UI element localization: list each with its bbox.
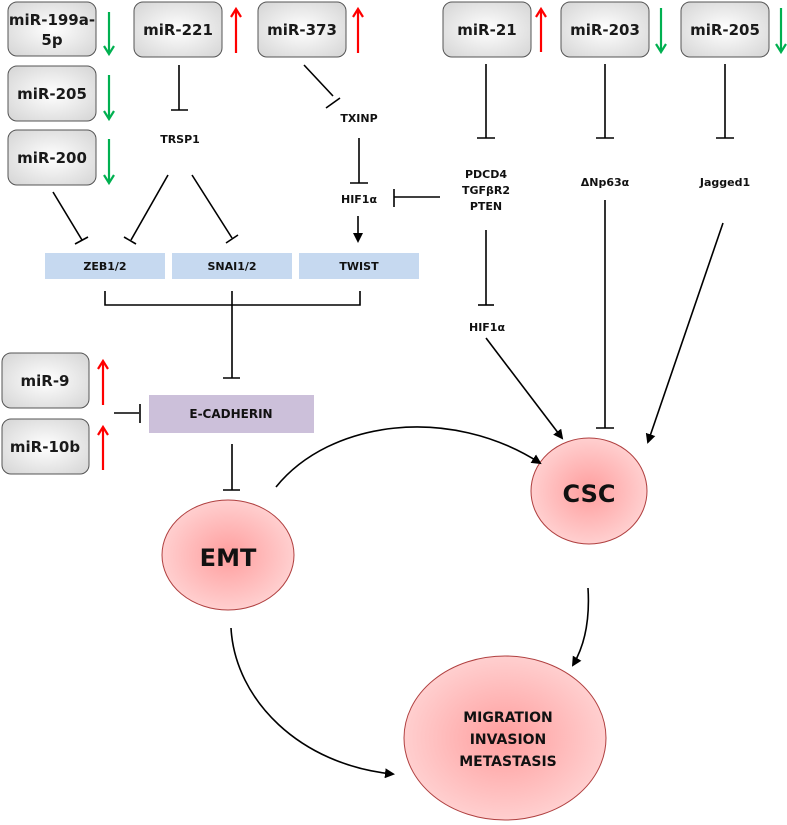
inhibition-edge xyxy=(104,291,361,379)
mirna-label: miR-373 xyxy=(267,21,337,39)
inhibition-edge xyxy=(303,64,341,109)
inhibition-edge xyxy=(171,65,188,111)
down-arrow-icon xyxy=(103,139,115,186)
node-label-invasion: INVASION xyxy=(470,732,547,748)
gene-label-hif1a-top: HIF1α xyxy=(341,193,377,206)
gene-label-pdcd4: PDCD4 xyxy=(465,168,507,181)
activation-edge xyxy=(645,222,724,444)
inhibition-edge xyxy=(223,444,240,491)
inhibition-edge xyxy=(716,64,734,139)
inhibition-edge xyxy=(596,64,614,139)
inhibition-edge xyxy=(191,174,239,244)
gene-label-hif1a-bottom: HIF1α xyxy=(469,321,505,334)
gene-label-txinp: TXINP xyxy=(340,112,377,125)
node-migration-invasion-metastasis: MIGRATION INVASION METASTASIS xyxy=(403,655,607,821)
tf-label: SNAI1/2 xyxy=(207,260,256,273)
ecadherin-label: E-CADHERIN xyxy=(189,407,272,421)
mirna-box-mir10b: miR-10b xyxy=(1,418,90,475)
mirna-label: miR-200 xyxy=(17,149,87,167)
activation-edge xyxy=(275,426,542,488)
mirna-label: miR-203 xyxy=(570,21,640,39)
mirna-box-mir205-right: miR-205 xyxy=(680,1,770,58)
mirna-label: miR-21 xyxy=(457,21,516,39)
tf-label: TWIST xyxy=(339,260,379,273)
node-label-metastasis: METASTASIS xyxy=(459,754,557,770)
node-label-emt: EMT xyxy=(200,544,257,572)
inhibition-edge xyxy=(393,189,440,207)
down-arrow-icon xyxy=(655,8,667,55)
gene-label-dnp63a: ΔNp63α xyxy=(581,176,630,189)
mirna-box-mir199a: miR-199a- 5p xyxy=(7,1,97,57)
mirna-label: miR-205 xyxy=(17,85,87,103)
up-arrow-icon xyxy=(97,358,109,405)
mirna-box-mir9: miR-9 xyxy=(1,352,90,409)
inhibition-edge xyxy=(123,174,169,245)
up-arrow-icon xyxy=(97,424,109,470)
gene-label-jagged1: Jagged1 xyxy=(699,176,750,189)
inhibition-edge xyxy=(52,191,89,245)
up-arrow-icon xyxy=(535,6,547,52)
tf-box-twist: TWIST xyxy=(299,253,419,279)
gene-label-pten: PTEN xyxy=(470,200,502,213)
inhibition-edge xyxy=(350,138,368,184)
mirna-box-mir200: miR-200 xyxy=(7,129,97,186)
node-emt: EMT xyxy=(161,499,295,611)
down-arrow-icon xyxy=(775,8,787,55)
mirna-label: miR-10b xyxy=(10,438,80,456)
inhibition-edge xyxy=(478,230,494,306)
gene-label-tgfbr2: TGFβR2 xyxy=(462,184,510,197)
tf-box-snai: SNAI1/2 xyxy=(172,253,292,279)
mirna-box-mir373: miR-373 xyxy=(257,1,347,58)
mirna-box-mir221: miR-221 xyxy=(133,1,223,58)
inhibition-edge xyxy=(596,200,614,429)
activation-edge xyxy=(571,587,590,667)
tf-label: ZEB1/2 xyxy=(83,260,126,273)
node-csc: CSC xyxy=(530,437,648,545)
inhibition-edge xyxy=(114,404,141,423)
mirna-box-mir203: miR-203 xyxy=(560,1,650,58)
down-arrow-icon xyxy=(103,12,115,57)
mirna-label: miR-205 xyxy=(690,21,760,39)
up-arrow-icon xyxy=(230,6,242,53)
mirna-label: miR-199a- xyxy=(9,11,95,29)
mirna-label: 5p xyxy=(41,31,62,49)
inhibition-edge xyxy=(477,64,495,139)
activation-edge xyxy=(485,337,564,440)
gene-label-trsp1: TRSP1 xyxy=(160,133,200,146)
mirna-label: miR-221 xyxy=(143,21,213,39)
down-arrow-icon xyxy=(103,75,115,122)
up-arrow-icon xyxy=(352,6,364,53)
mirna-box-mir205-left: miR-205 xyxy=(7,65,97,122)
node-label-csc: CSC xyxy=(563,480,616,508)
ecadherin-box: E-CADHERIN xyxy=(149,395,314,433)
mirna-box-mir21: miR-21 xyxy=(442,1,532,58)
mirna-label: miR-9 xyxy=(21,372,70,390)
tf-box-zeb: ZEB1/2 xyxy=(45,253,165,279)
activation-edge xyxy=(230,627,395,779)
node-label-migration: MIGRATION xyxy=(463,710,553,726)
